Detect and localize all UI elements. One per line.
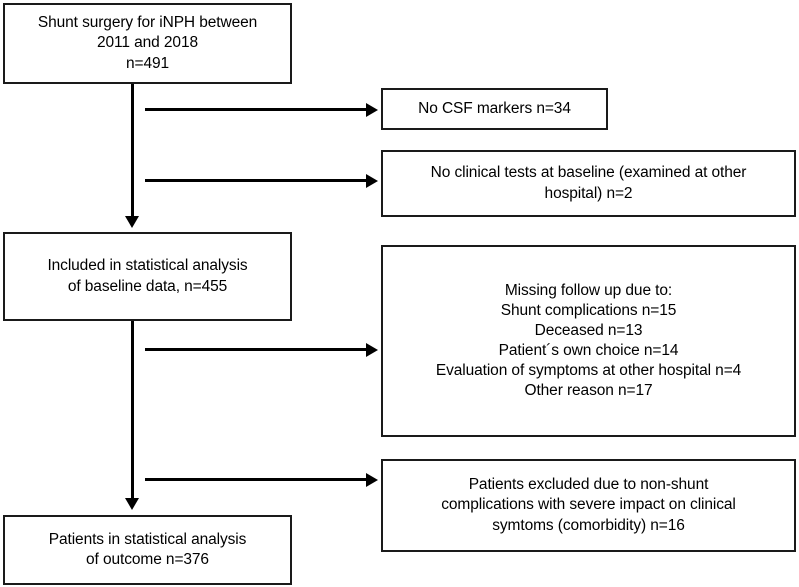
arrow-right-icon-to-excluded-comorbidity <box>366 473 378 487</box>
connector-to-excluded-comorbidity <box>145 478 369 481</box>
flow-node-baseline-analysis-label: Included in statistical analysis of base… <box>47 257 248 295</box>
flow-node-baseline-analysis: Included in statistical analysis of base… <box>3 232 292 321</box>
flow-node-outcome-analysis: Patients in statistical analysis of outc… <box>3 515 292 585</box>
connector-baseline-to-outcome <box>131 321 134 500</box>
flow-node-excluded-comorbidity-label: Patients excluded due to non-shunt compl… <box>441 476 736 534</box>
connector-to-missing-followup <box>145 348 369 351</box>
flow-node-no-clinical-tests-label: No clinical tests at baseline (examined … <box>430 164 747 202</box>
connector-enrolled-to-baseline <box>131 84 134 218</box>
flow-node-outcome-analysis-label: Patients in statistical analysis of outc… <box>48 530 247 568</box>
arrow-down-icon-baseline-to-outcome <box>125 498 139 510</box>
arrow-down-icon-enrolled-to-baseline <box>125 216 139 228</box>
flow-node-enrolled: Shunt surgery for iNPH between 2011 and … <box>3 3 292 84</box>
flow-node-no-csf-markers: No CSF markers n=34 <box>381 88 608 130</box>
connector-to-no-csf-markers <box>145 108 369 111</box>
flow-node-no-csf-markers-label: No CSF markers n=34 <box>418 99 571 117</box>
flow-node-missing-followup: Missing follow up due to: Shunt complica… <box>381 245 796 437</box>
connector-to-no-clinical-tests <box>145 179 369 182</box>
flow-node-enrolled-label: Shunt surgery for iNPH between 2011 and … <box>37 14 258 72</box>
arrow-right-icon-to-no-csf-markers <box>366 103 378 117</box>
flow-node-missing-followup-label: Missing follow up due to: Shunt complica… <box>435 281 742 400</box>
flow-node-excluded-comorbidity: Patients excluded due to non-shunt compl… <box>381 459 796 552</box>
arrow-right-icon-to-missing-followup <box>366 343 378 357</box>
flow-node-no-clinical-tests: No clinical tests at baseline (examined … <box>381 150 796 217</box>
arrow-right-icon-to-no-clinical-tests <box>366 174 378 188</box>
